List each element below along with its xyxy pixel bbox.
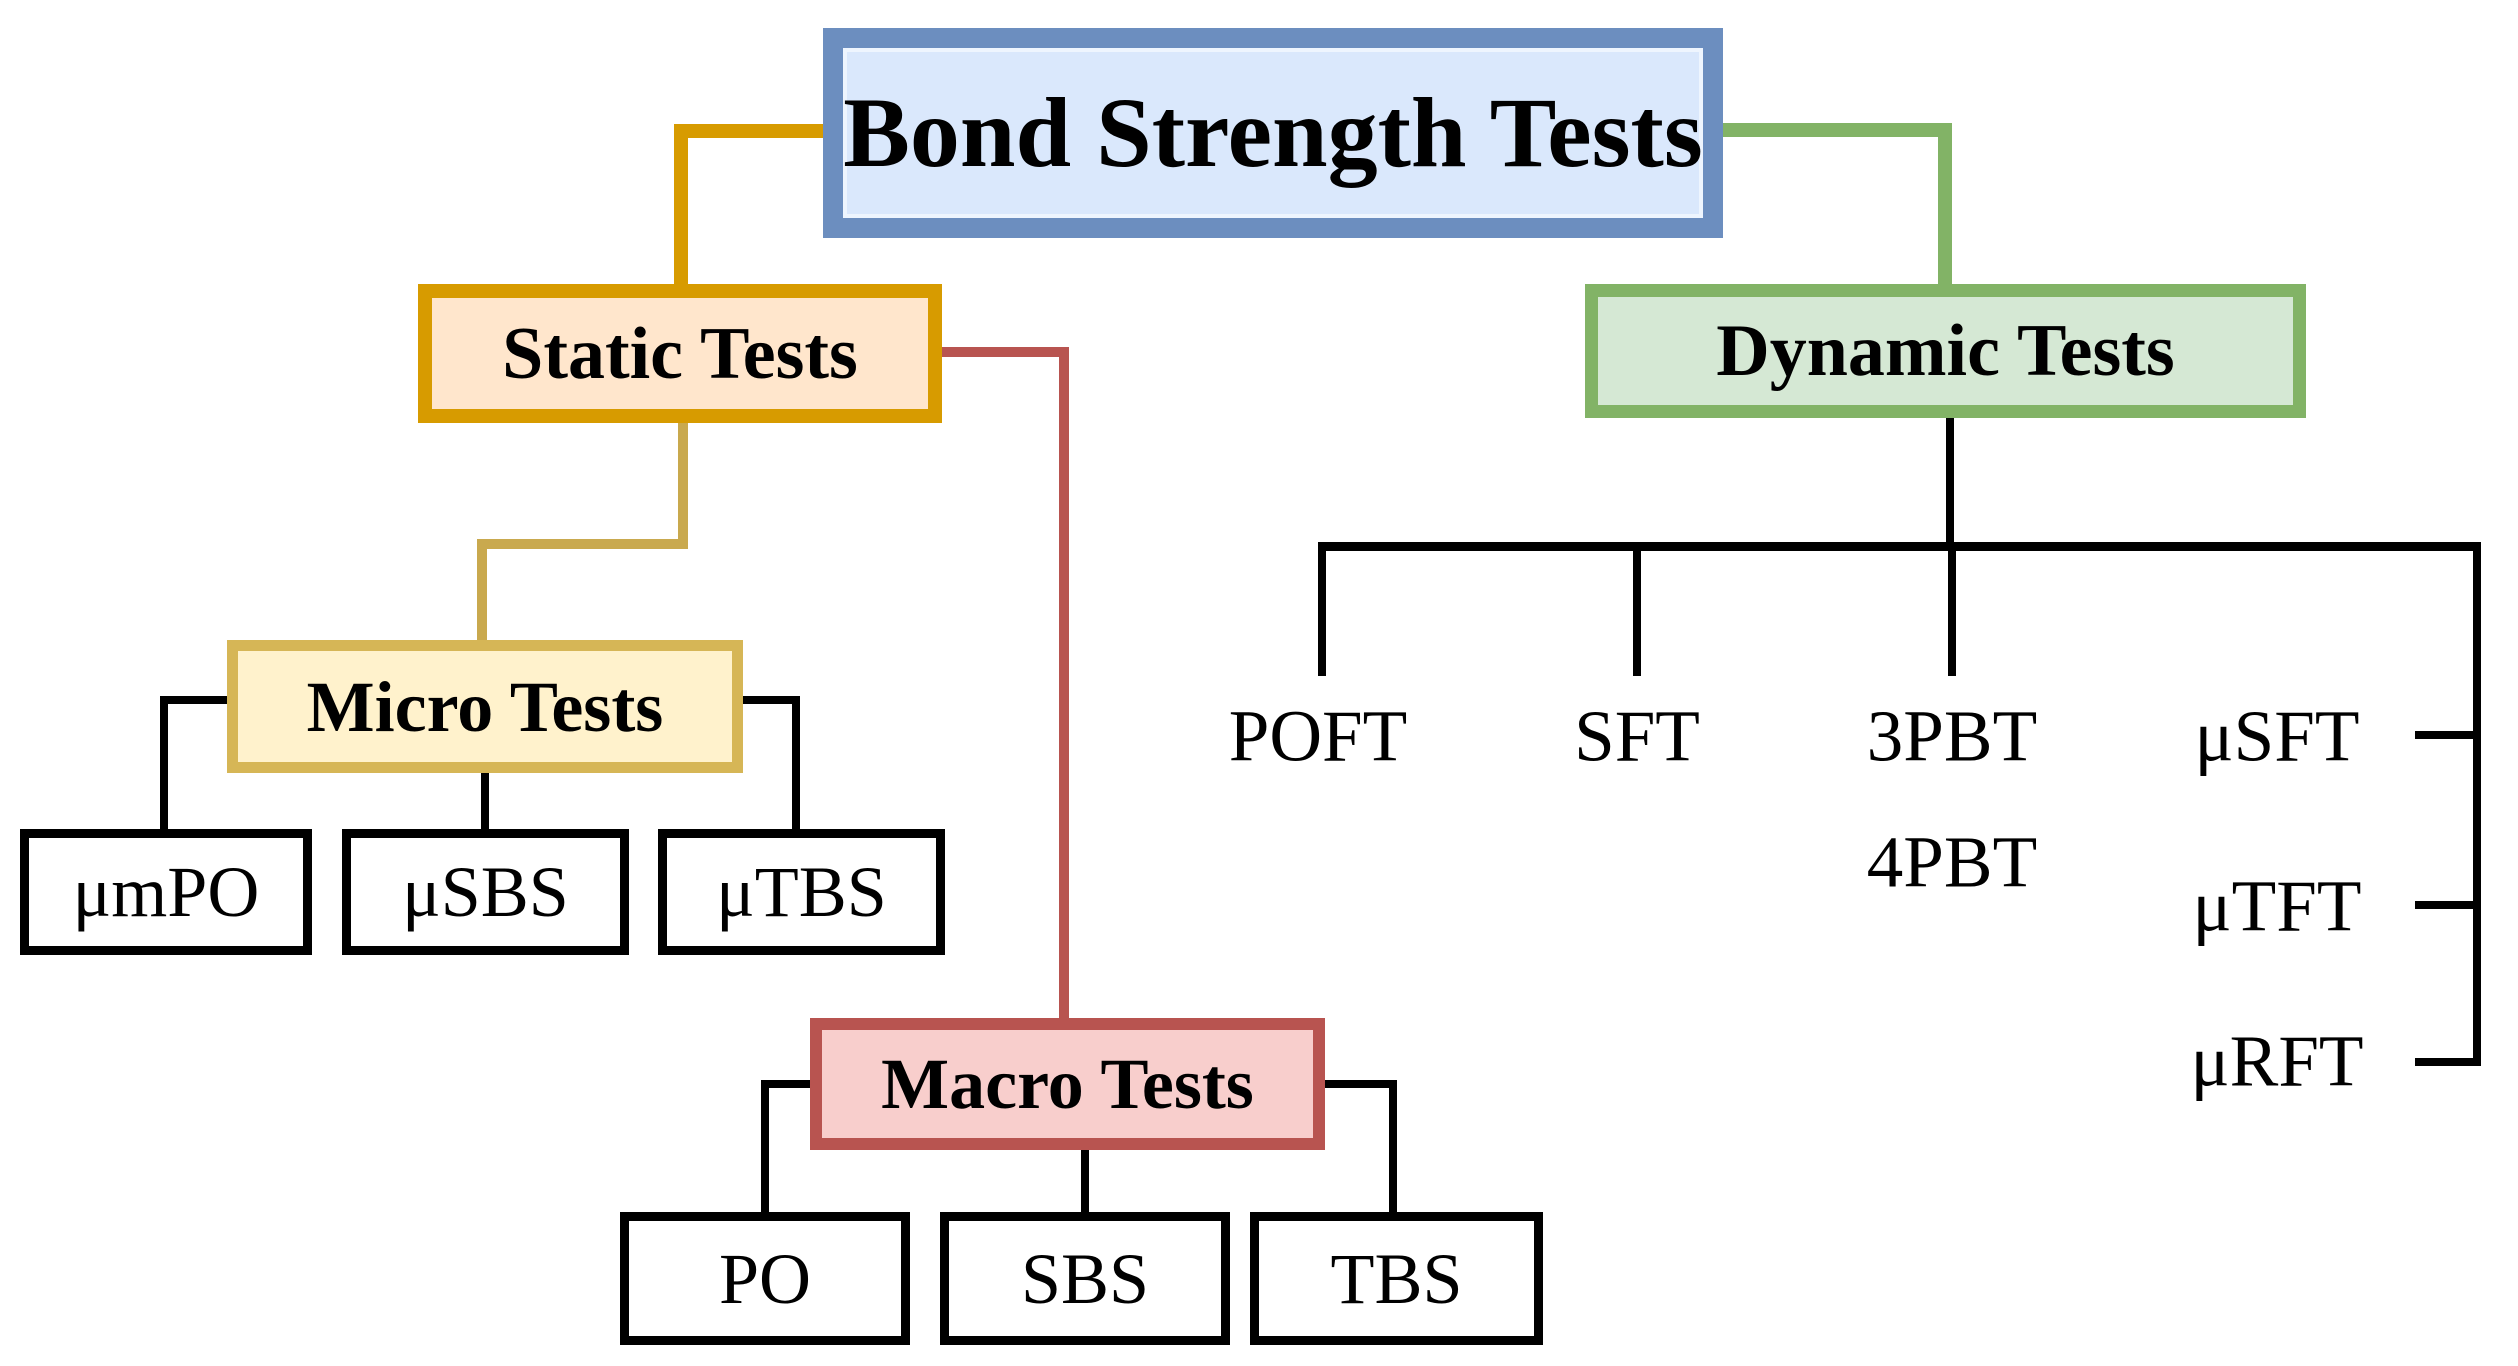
connector-drop-sft	[1633, 542, 1641, 676]
node-macro-tests-label: Macro Tests	[881, 1044, 1254, 1124]
node-macro-tests: Macro Tests	[810, 1018, 1325, 1150]
connector-tick-urft	[2415, 1058, 2481, 1066]
connector-macro-left-horizontal	[761, 1080, 813, 1088]
connector-right-rail	[2473, 542, 2481, 1066]
connector-micro-right-vertical	[792, 696, 800, 831]
connector-static-to-macro-vertical	[1059, 347, 1069, 1020]
connector-static-to-micro-vertical-lower	[477, 539, 487, 642]
node-sbs-label: SBS	[1020, 1238, 1150, 1319]
connector-dynamic-stem	[1946, 416, 1954, 551]
label-sft: SFT	[1574, 695, 1700, 777]
node-bond-strength-tests-label: Bond Strength Tests	[843, 77, 1703, 188]
connector-static-to-macro-horizontal	[940, 347, 1069, 357]
node-micro-tests-label: Micro Tests	[306, 666, 664, 747]
connector-tick-utft	[2415, 901, 2481, 909]
connector-macro-middle-vertical	[1081, 1148, 1089, 1214]
label-poft: POFT	[1228, 695, 1408, 777]
connector-static-to-micro-vertical-upper	[678, 421, 688, 547]
connector-root-to-static-vertical	[674, 124, 688, 286]
node-po: PO	[620, 1212, 910, 1345]
node-sbs: SBS	[940, 1212, 1230, 1345]
node-usbs-label: μSBS	[402, 852, 569, 932]
connector-micro-left-vertical	[160, 696, 168, 831]
node-static-tests: Static Tests	[418, 284, 942, 423]
label-usft: μSFT	[2194, 695, 2360, 777]
connector-tick-usft	[2415, 731, 2481, 739]
node-micro-tests: Micro Tests	[227, 640, 743, 773]
connector-micro-left-horizontal	[160, 696, 230, 704]
label-urft: μRFT	[2190, 1020, 2364, 1102]
connector-static-to-micro-horizontal	[477, 539, 688, 549]
connector-macro-right-horizontal	[1322, 1080, 1397, 1088]
connector-root-to-static-horizontal	[674, 124, 834, 138]
node-umpo: μmPO	[20, 829, 312, 955]
connector-micro-right-horizontal	[740, 696, 800, 704]
node-dynamic-tests-label: Dynamic Tests	[1716, 310, 2175, 392]
node-tbs-label: TBS	[1330, 1238, 1463, 1319]
connector-root-to-dynamic-vertical	[1938, 123, 1952, 286]
label-utft: μTFT	[2192, 865, 2362, 947]
node-static-tests-label: Static Tests	[502, 312, 858, 395]
node-utbs-label: μTBS	[716, 852, 887, 932]
node-dynamic-tests: Dynamic Tests	[1585, 284, 2306, 418]
connector-dynamic-bar	[1318, 542, 2481, 551]
connector-drop-poft	[1318, 542, 1326, 676]
node-utbs: μTBS	[658, 829, 945, 955]
label-3pbt: 3PBT	[1866, 695, 2038, 777]
connector-drop-3pbt	[1948, 542, 1956, 676]
node-umpo-label: μmPO	[72, 852, 260, 932]
connector-macro-right-vertical	[1389, 1080, 1397, 1214]
connector-root-to-dynamic-horizontal	[1715, 123, 1952, 137]
connector-micro-middle-vertical	[481, 770, 489, 831]
connector-macro-left-vertical	[761, 1080, 769, 1214]
node-bond-strength-tests: Bond Strength Tests	[823, 28, 1723, 238]
node-po-label: PO	[718, 1238, 812, 1319]
node-usbs: μSBS	[342, 829, 629, 955]
node-tbs: TBS	[1250, 1212, 1543, 1345]
label-4pbt: 4PBT	[1866, 821, 2038, 903]
